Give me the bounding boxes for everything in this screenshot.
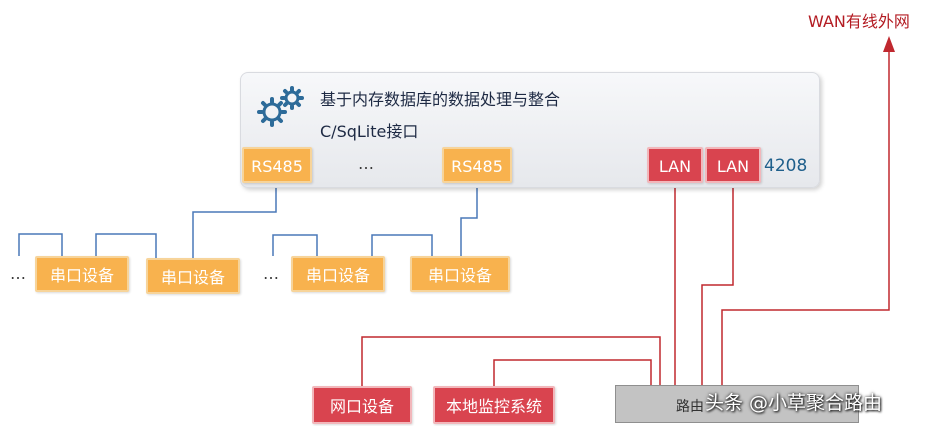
gears-icon [257,86,304,127]
lan-b-to-router [701,185,734,389]
local-monitoring-system: 本地监控系统 [433,386,555,424]
left-group-ellipsis: … [10,264,26,283]
wan-arrow-icon [883,36,895,52]
monitor-to-router [493,359,652,389]
bus-line-right-group [272,234,433,256]
serial-device-4: 串口设备 [410,256,510,292]
router-to-wan [721,50,890,389]
ports-ellipsis: … [358,154,374,173]
right-group-ellipsis: … [263,264,279,283]
watermark: 头条 @小草聚合路由 [705,392,883,414]
core-subtitle: C/SqLite接口 [320,122,419,141]
router-box [615,385,859,423]
bus-line-rs485-a [192,185,277,258]
core-title: 基于内存数据库的数据处理与整合 [320,90,561,109]
rs485-port-a: RS485 [242,147,312,183]
bus-line-rs485-b [460,185,478,256]
lan-port-b: LAN [705,147,761,183]
net-device-to-router [361,336,661,389]
rs485-port-b: RS485 [442,147,512,183]
serial-device-2: 串口设备 [146,258,240,294]
network-device: 网口设备 [312,386,412,424]
serial-device-3: 串口设备 [291,256,385,292]
model-number: 4208 [764,156,808,176]
lan-port-a: LAN [647,147,703,183]
router-label: 路由 [676,399,704,415]
wan-label: WAN有线外网 [808,12,910,31]
bus-line-left-group [18,233,157,258]
serial-device-1: 串口设备 [35,256,129,292]
